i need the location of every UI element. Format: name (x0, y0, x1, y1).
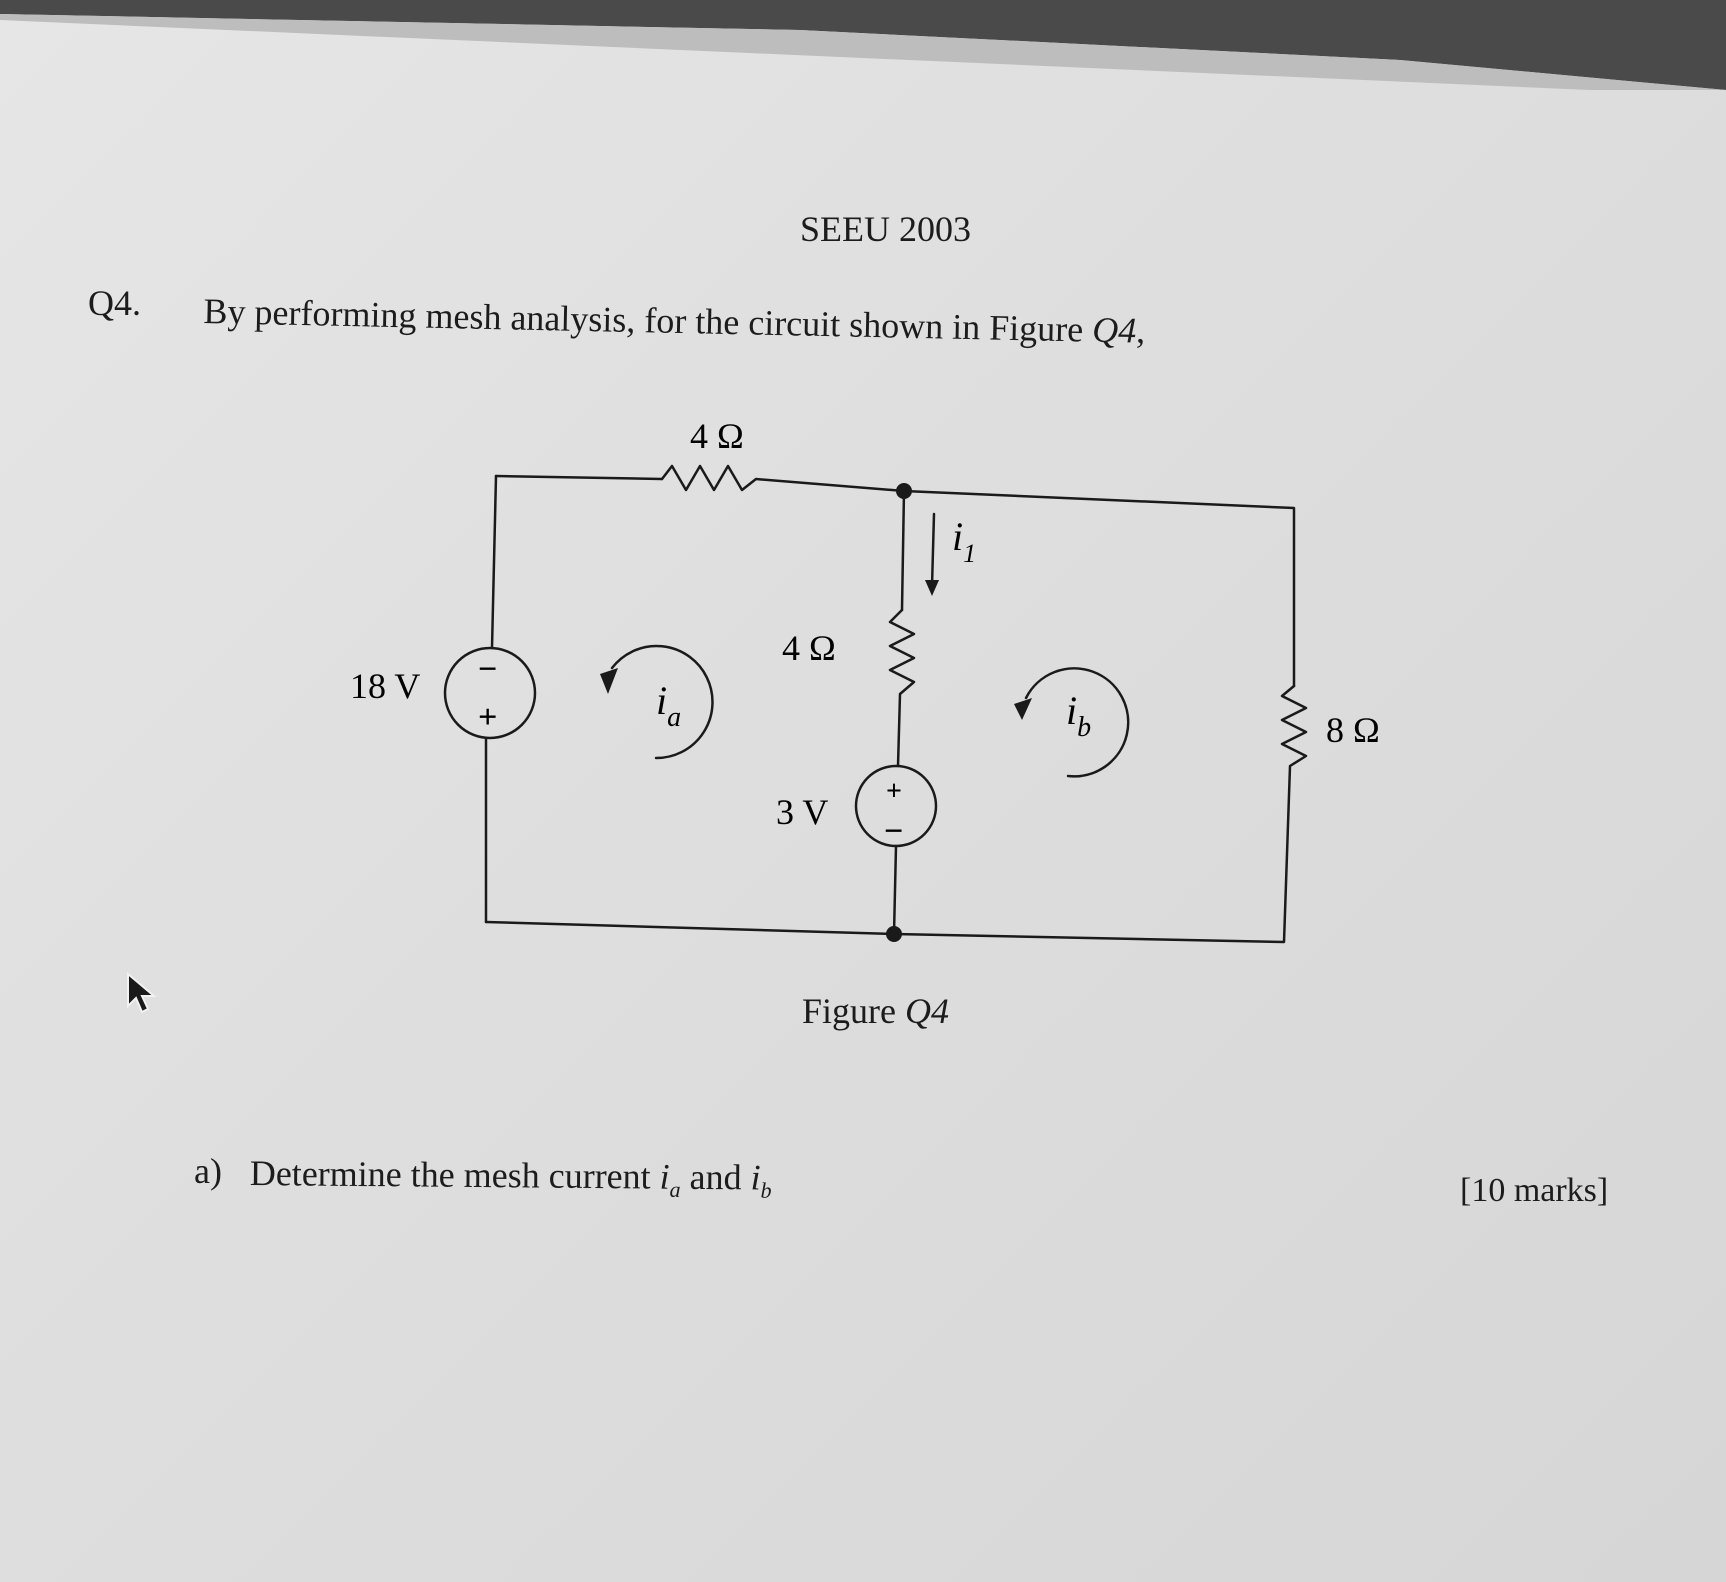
mesh-b-arrow-head (1014, 698, 1032, 720)
resistor-top (660, 464, 906, 493)
mouse-pointer-icon (127, 972, 157, 1014)
wire-middle-lower (892, 844, 898, 936)
resistor-right (892, 684, 1308, 944)
label-r-middle: 4 Ω (782, 628, 836, 668)
wire-top-right (902, 489, 1296, 688)
source-3v-circle (854, 764, 938, 848)
wire-top-left (494, 474, 664, 481)
course-code: SEEU 2003 (800, 209, 971, 249)
source-18v-plus: + (478, 699, 497, 736)
mesh-a-label: ia (656, 678, 681, 733)
mesh-b-arrow (1024, 667, 1130, 778)
mesh-b-label: ib (1066, 688, 1091, 743)
part-a-text: Determine the mesh current ia and ib (249, 1153, 772, 1203)
question-number: Q4. (88, 283, 141, 323)
monitor-edge (0, 0, 1726, 90)
mesh-a-arrow-head (600, 668, 618, 694)
resistor-middle (888, 608, 916, 768)
source-3v-plus: + (886, 776, 902, 807)
wire-bottom (484, 920, 896, 936)
source-18v-circle (443, 646, 537, 740)
marks-label: [10 marks] (1460, 1172, 1609, 1209)
branch-current-label: i1 (952, 514, 976, 568)
wire-middle-upper (900, 489, 906, 612)
mesh-a-arrow (610, 644, 714, 760)
part-a-label: a) (194, 1151, 222, 1191)
source-18v-minus: − (478, 651, 497, 688)
wire-left-lower (490, 474, 498, 650)
label-r-right: 8 Ω (1326, 710, 1380, 750)
label-v-18: 18 V (350, 666, 420, 706)
label-v-3: 3 V (776, 792, 828, 832)
branch-arrow-head (925, 580, 939, 596)
figure-caption: Figure Q4 (802, 991, 949, 1031)
source-3v-minus: − (884, 813, 903, 850)
label-r-top: 4 Ω (690, 416, 744, 456)
node-bottom (886, 926, 902, 942)
branch-current-arrow (930, 512, 936, 588)
node-top (896, 483, 912, 499)
